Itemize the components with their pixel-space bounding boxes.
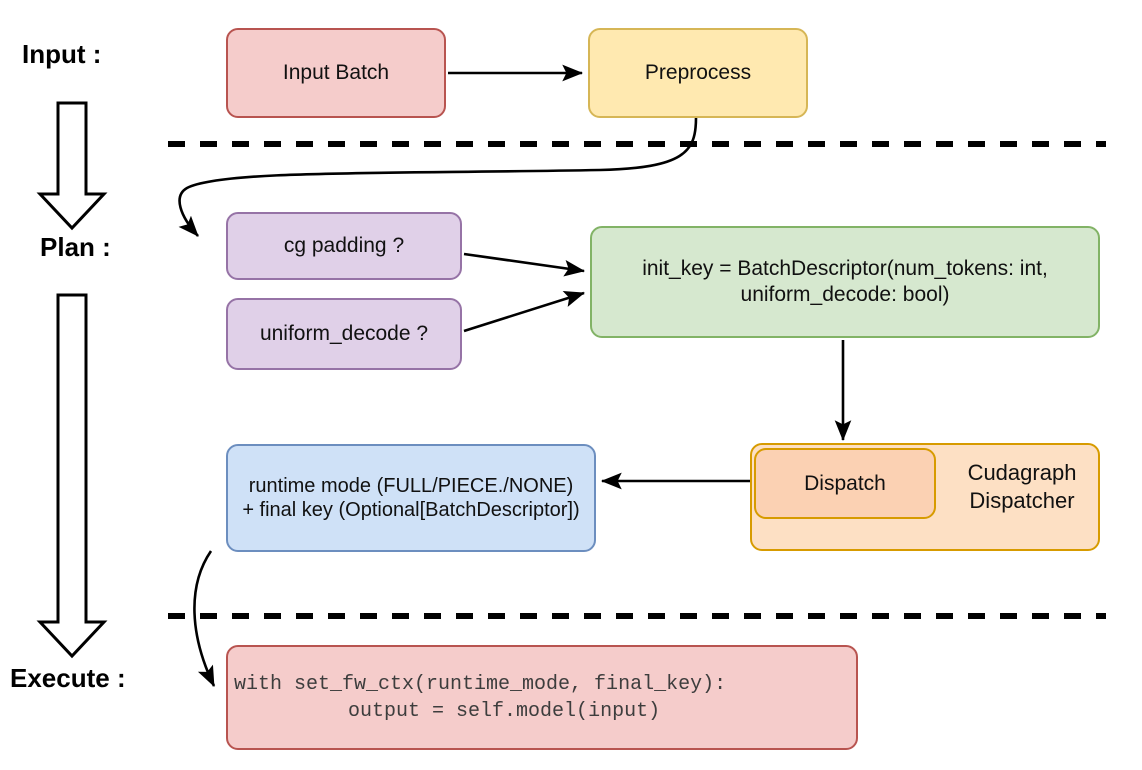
arrow-preprocess-to-cg-padding bbox=[178, 117, 698, 237]
node-cudagraph-dispatcher[interactable]: Cudagraph Dispatcher Dispatch bbox=[750, 443, 1100, 551]
arrow-uniform-decode-to-init-key bbox=[463, 291, 585, 333]
node-uniform-decode[interactable]: uniform_decode ? bbox=[226, 298, 462, 370]
node-dispatch[interactable]: Dispatch bbox=[754, 448, 936, 519]
stage-label-execute: Execute : bbox=[10, 663, 126, 693]
node-input-batch[interactable]: Input Batch bbox=[226, 28, 446, 118]
stage-label-plan: Plan : bbox=[40, 232, 111, 262]
block-arrow-plan-to-execute bbox=[36, 293, 108, 659]
node-runtime-mode[interactable]: runtime mode (FULL/PIECE./NONE) + final … bbox=[226, 444, 596, 552]
block-arrow-input-to-plan bbox=[36, 101, 108, 231]
arrow-runtime-mode-to-exec-code bbox=[193, 550, 216, 687]
node-exec-code[interactable]: with set_fw_ctx(runtime_mode, final_key)… bbox=[226, 645, 858, 750]
cudagraph-dispatcher-label: Cudagraph Dispatcher bbox=[967, 460, 1077, 513]
arrow-cg-padding-to-init-key bbox=[463, 252, 586, 277]
stage-label-input: Input : bbox=[22, 39, 102, 69]
node-cg-padding[interactable]: cg padding ? bbox=[226, 212, 462, 280]
node-init-key[interactable]: init_key = BatchDescriptor(num_tokens: i… bbox=[590, 226, 1100, 338]
node-preprocess[interactable]: Preprocess bbox=[588, 28, 808, 118]
